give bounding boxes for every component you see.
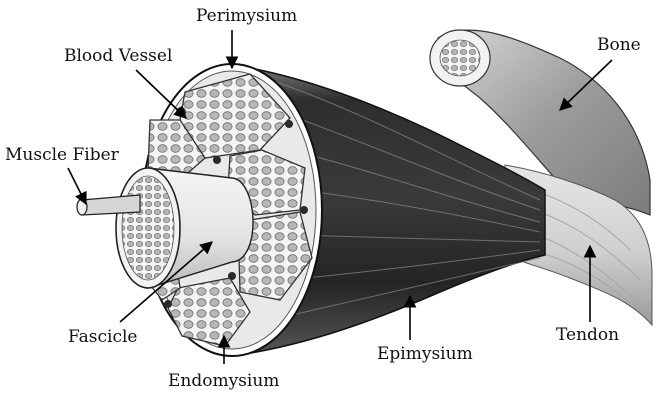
label-muscle-fiber: Muscle Fiber [5,145,120,165]
label-blood-vessel: Blood Vessel [64,46,172,66]
label-epimysium: Epimysium [377,344,473,364]
label-bone: Bone [597,35,641,55]
label-endomysium: Endomysium [168,371,279,391]
label-perimysium: Perimysium [196,6,297,26]
muscle-fiber [77,195,140,215]
label-fascicle: Fascicle [68,327,137,347]
label-tendon: Tendon [556,325,619,345]
arrow-muscle-fiber [68,168,86,204]
